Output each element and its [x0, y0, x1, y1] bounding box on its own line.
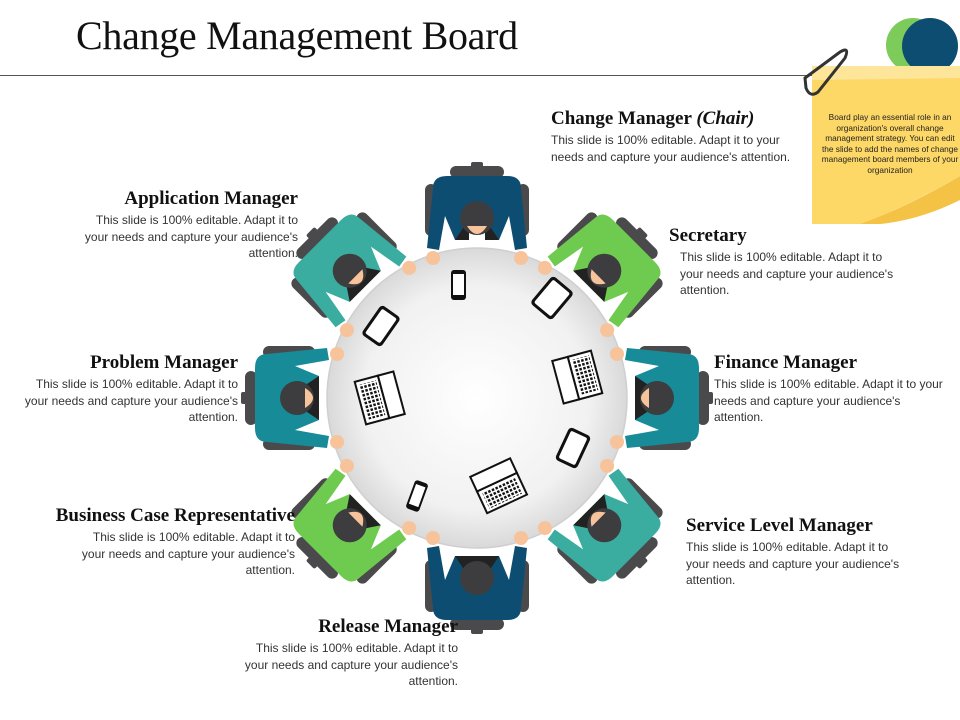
role-description: This slide is 100% editable. Adapt it to…	[686, 540, 900, 587]
role-title: Problem Manager	[90, 352, 238, 373]
person-finance-manager	[610, 346, 713, 450]
role-description: This slide is 100% editable. Adapt it to…	[551, 133, 791, 164]
laptop-icon	[551, 349, 604, 405]
person-secretary	[537, 194, 681, 338]
role-description: This slide is 100% editable. Adapt it to…	[84, 213, 298, 260]
role-title: Finance Manager	[714, 352, 858, 373]
role-description: This slide is 100% editable. Adapt it to…	[680, 250, 894, 297]
role-release-manager: Release Manager This slide is 100% edita…	[240, 616, 458, 690]
sticky-note	[812, 66, 960, 224]
role-application-manager: Application Manager This slide is 100% e…	[80, 188, 298, 262]
role-change-manager: Change Manager (Chair) This slide is 100…	[551, 108, 791, 165]
role-title: Change Manager (Chair)	[551, 108, 755, 129]
role-description: This slide is 100% editable. Adapt it to…	[244, 641, 458, 688]
sticky-note-text: Board play an essential role in an organ…	[821, 112, 959, 175]
person-change-manager	[425, 162, 529, 265]
tablet-icon	[531, 276, 573, 320]
role-finance-manager: Finance Manager This slide is 100% edita…	[714, 352, 944, 426]
role-description: This slide is 100% editable. Adapt it to…	[24, 377, 238, 424]
role-service-level-manager: Service Level Manager This slide is 100%…	[686, 515, 901, 589]
role-description: This slide is 100% editable. Adapt it to…	[81, 530, 295, 577]
role-title: Service Level Manager	[686, 515, 873, 536]
role-title: Business Case Representative	[55, 505, 295, 526]
title-divider	[0, 75, 860, 76]
paperclip-icon	[803, 48, 849, 96]
role-secretary: Secretary This slide is 100% editable. A…	[669, 225, 894, 299]
tablet-icon	[362, 305, 400, 347]
role-title: Release Manager	[318, 616, 458, 637]
person-service-level-manager	[537, 458, 681, 602]
person-problem-manager	[241, 346, 344, 450]
person-release-manager	[425, 531, 529, 634]
laptop-icon	[468, 456, 529, 515]
role-title: Secretary	[669, 225, 747, 246]
role-problem-manager: Problem Manager This slide is 100% edita…	[20, 352, 238, 426]
decor-circle-blue	[902, 18, 958, 74]
role-title: Application Manager	[124, 188, 298, 209]
laptop-icon	[353, 370, 406, 426]
round-table	[326, 247, 628, 549]
tablet-icon	[555, 427, 591, 469]
slide-title: Change Management Board	[76, 13, 518, 58]
role-business-case-representative: Business Case Representative This slide …	[20, 505, 295, 579]
person-business-case-representative	[273, 458, 417, 602]
role-description: This slide is 100% editable. Adapt it to…	[714, 377, 943, 424]
phone-icon	[406, 480, 428, 512]
person-application-manager	[273, 194, 417, 338]
